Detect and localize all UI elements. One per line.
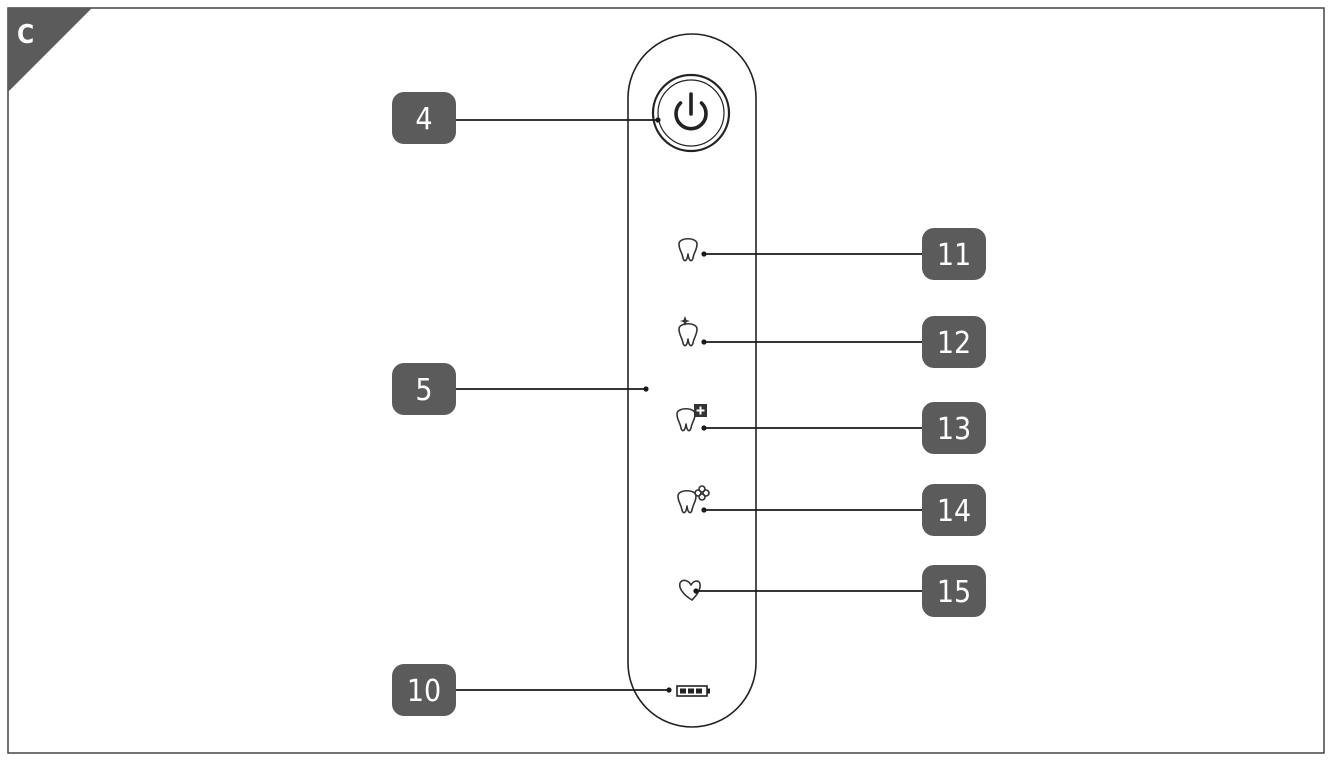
- callout-15: 15: [922, 565, 986, 617]
- callout-11-label: 11: [937, 238, 971, 273]
- callout-12-label: 12: [937, 326, 971, 361]
- callout-5: 5: [392, 363, 456, 415]
- callout-15-label: 15: [937, 575, 971, 610]
- power-button: [651, 73, 731, 153]
- callout-13: 13: [922, 402, 986, 454]
- callout-4: 4: [392, 92, 456, 144]
- tooth-flower-icon: [677, 485, 710, 514]
- callout-12: 12: [922, 316, 986, 368]
- callout-14: 14: [922, 484, 986, 536]
- handle-outline: [627, 33, 757, 728]
- figure-frame: [7, 7, 1325, 754]
- callout-11: 11: [922, 228, 986, 280]
- callout-badges: 4 5 10 11 12 13 14 15: [392, 92, 986, 716]
- tooth-sparkle-icon: [678, 316, 698, 347]
- callout-13-label: 13: [937, 412, 971, 447]
- leader-lines: [454, 117, 924, 693]
- panel-letter: C: [17, 20, 34, 50]
- callout-5-label: 5: [415, 373, 432, 408]
- tooth-plus-icon: [676, 404, 707, 432]
- callout-10-label: 10: [407, 674, 441, 709]
- callout-4-label: 4: [415, 102, 432, 137]
- power-icon: [674, 92, 708, 131]
- tooth-icon: [678, 237, 698, 262]
- battery-icon: [676, 685, 710, 697]
- callout-10: 10: [392, 664, 456, 716]
- panel-corner: C: [8, 8, 92, 92]
- tongue-icon: [678, 579, 701, 601]
- callout-14-label: 14: [937, 494, 971, 529]
